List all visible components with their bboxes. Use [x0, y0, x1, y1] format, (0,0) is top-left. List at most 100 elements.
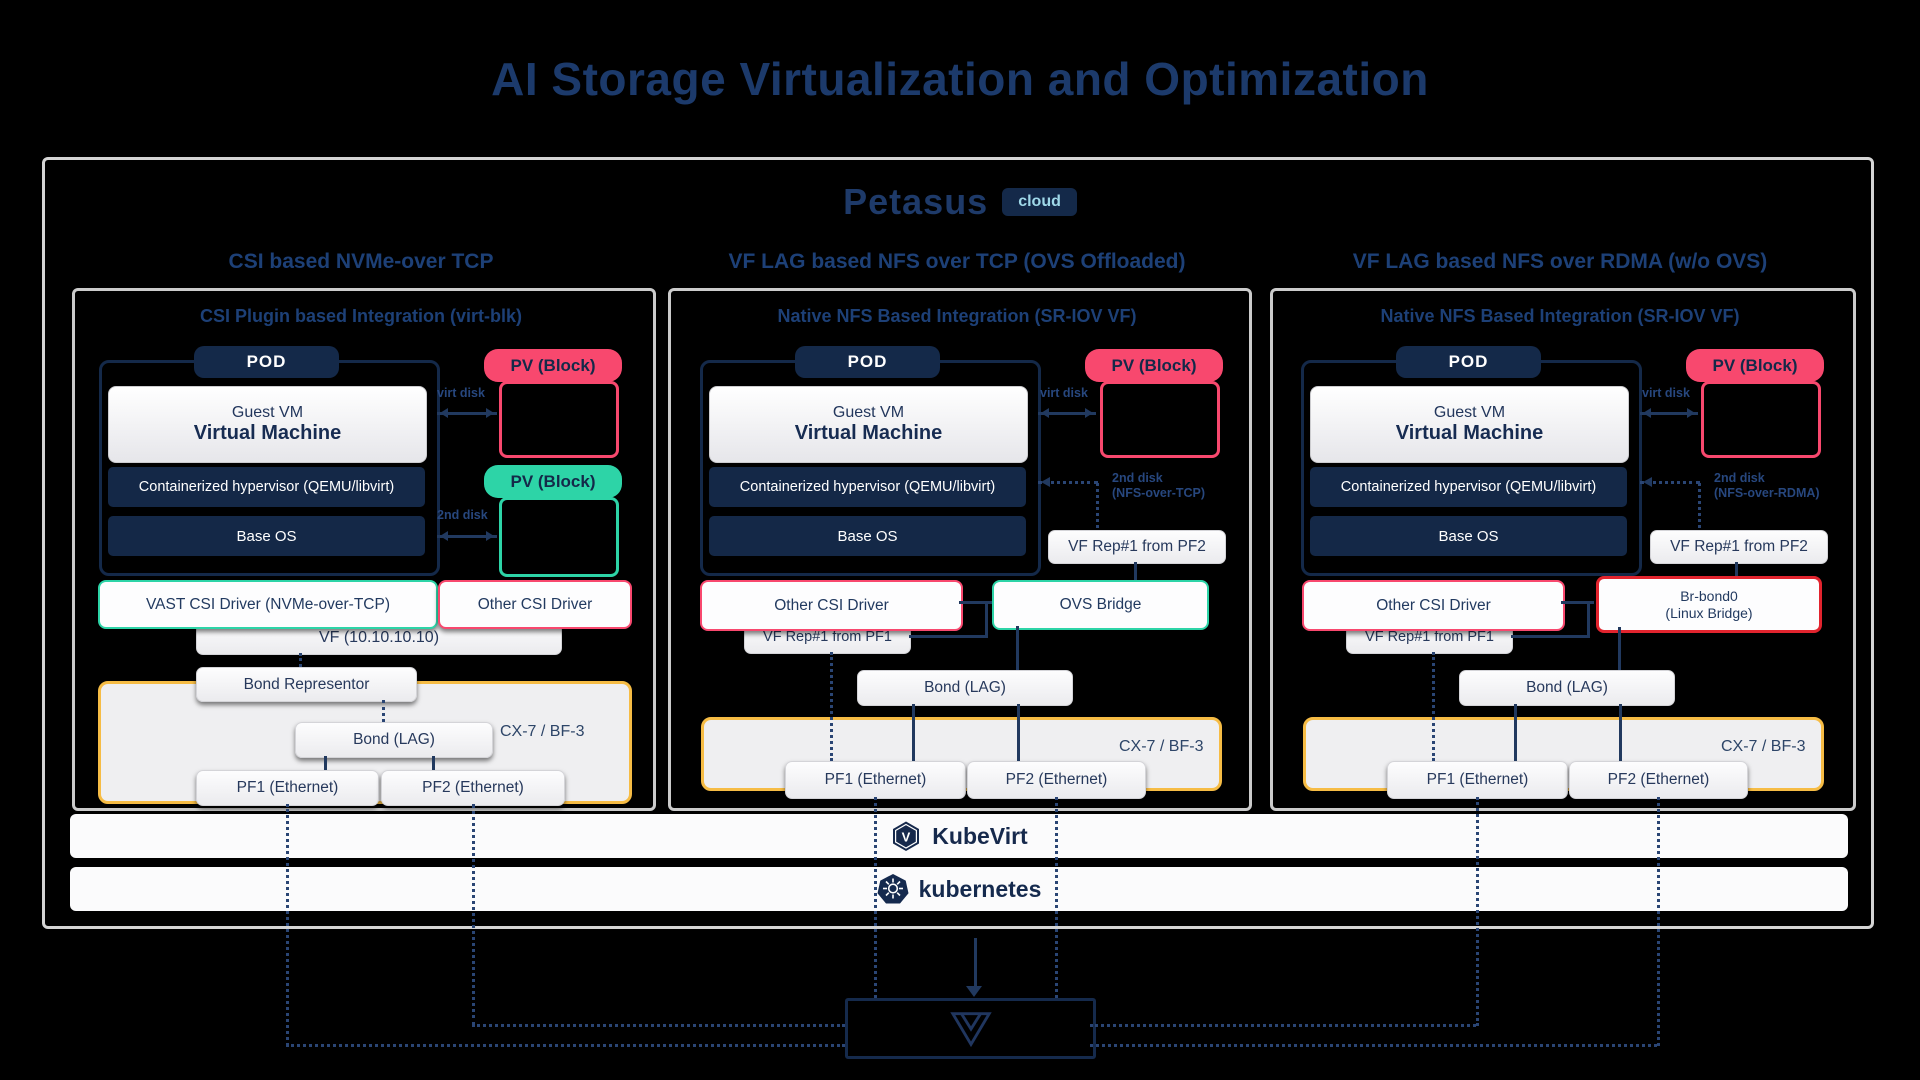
pod-badge-2: POD	[795, 346, 940, 378]
pv-block-box-teal-1	[499, 497, 619, 577]
pf1-box-3: PF1 (Ethernet)	[1387, 761, 1568, 799]
vf-rep-pf2-box-2: VF Rep#1 from PF2	[1048, 530, 1226, 564]
kubernetes-helm-icon	[877, 874, 909, 904]
line-bondlag-pf1-1	[324, 756, 327, 770]
guest-vm-box-1: Guest VM Virtual Machine	[108, 386, 427, 463]
line-vfrep2-brbond	[1735, 562, 1738, 576]
annotation-2nd-disk-2-line2: (NFS-over-TCP)	[1112, 486, 1206, 500]
column3-frame	[1270, 288, 1856, 811]
column2-header: VF LAG based NFS over TCP (OVS Offloaded…	[728, 250, 1186, 273]
line-col1-pf2-horiz	[472, 1024, 845, 1027]
line-elbow-h1-2	[909, 635, 988, 638]
line-col1-pf1-down	[286, 804, 289, 1046]
pv-block-badge-pink-3: PV (Block)	[1686, 349, 1824, 382]
base-os-bar-3: Base OS	[1310, 516, 1627, 556]
virt-disk-arrow-3	[1640, 408, 1698, 418]
hypervisor-bar-2: Containerized hypervisor (QEMU/libvirt)	[709, 467, 1026, 507]
second-disk-arrow-1	[437, 531, 497, 541]
virtual-machine-label-1: Virtual Machine	[193, 422, 342, 444]
guest-vm-label-2: Guest VM	[832, 404, 905, 421]
line-2nddisk-vfrep2-3	[1698, 483, 1701, 528]
base-os-bar-1: Base OS	[108, 516, 425, 556]
annotation-2nd-disk-2-line1: 2nd disk	[1112, 471, 1163, 485]
annotation-2nd-disk-3-line1: 2nd disk	[1714, 471, 1765, 485]
column1-frame	[72, 288, 656, 811]
nic-label-3: CX-7 / BF-3	[1721, 738, 1806, 755]
pv-block-badge-teal-1: PV (Block)	[484, 465, 622, 498]
annotation-2nd-disk-3: 2nd disk (NFS-over-RDMA)	[1714, 471, 1820, 501]
line-vf-bondrep	[299, 653, 302, 667]
bond-lag-box-1: Bond (LAG)	[295, 722, 493, 758]
line-brbond-bondlag	[1618, 627, 1621, 670]
kubevirt-bar: V KubeVirt	[70, 814, 1848, 858]
column1-header: CSI based NVMe-over TCP	[228, 250, 494, 273]
second-disk-arrow-3	[1640, 477, 1700, 487]
kubevirt-label: KubeVirt	[932, 822, 1028, 849]
guest-vm-box-2: Guest VM Virtual Machine	[709, 386, 1028, 463]
virtual-machine-label-3: Virtual Machine	[1395, 422, 1544, 444]
line-col3-pf2-horiz	[1090, 1044, 1657, 1047]
pod-badge-3: POD	[1396, 346, 1541, 378]
pv-block-box-pink-1	[499, 381, 619, 458]
other-csi-driver-box-2: Other CSI Driver	[700, 580, 963, 631]
pod-badge-1: POD	[194, 346, 339, 378]
line-elbow-h2-2	[959, 601, 992, 604]
nic-label-2: CX-7 / BF-3	[1119, 738, 1204, 755]
other-csi-driver-box-1: Other CSI Driver	[438, 580, 632, 629]
line-col2-pf2-down	[1055, 797, 1058, 998]
line-col3-pf1-horiz	[1090, 1024, 1476, 1027]
kubernetes-label: kubernetes	[918, 875, 1042, 902]
pv-block-box-pink-3	[1701, 381, 1821, 458]
br-bond0-label-line2: (Linux Bridge)	[1665, 604, 1753, 621]
line-elbow-h1-3	[1511, 635, 1590, 638]
column3-header: VF LAG based NFS over RDMA (w/o OVS)	[1352, 250, 1768, 273]
line-col1-pf2-down	[472, 804, 475, 1026]
bond-lag-box-3: Bond (LAG)	[1459, 670, 1675, 706]
svg-text:V: V	[902, 830, 911, 845]
pf2-box-2: PF2 (Ethernet)	[967, 761, 1146, 799]
line-elbow-h2-3	[1561, 601, 1594, 604]
column2-frame	[668, 288, 1252, 811]
guest-vm-label-1: Guest VM	[231, 404, 304, 421]
pf1-box-2: PF1 (Ethernet)	[785, 761, 966, 799]
line-elbow-v-3	[1587, 601, 1590, 638]
line-col1-pf1-horiz	[286, 1044, 845, 1047]
kubernetes-bar: kubernetes	[70, 867, 1848, 911]
pf2-box-1: PF2 (Ethernet)	[381, 770, 565, 806]
pv-block-badge-pink-1: PV (Block)	[484, 349, 622, 382]
line-bondlag-pf1-2	[912, 704, 915, 761]
annotation-virt-disk-1: virt disk	[437, 386, 485, 400]
pv-block-box-pink-2	[1100, 381, 1220, 458]
line-vfrep2-ovs	[1134, 562, 1137, 580]
storage-down-arrow	[966, 986, 982, 997]
line-col3-pf1-down	[1476, 797, 1479, 1026]
line-bondrep-bondlag	[382, 700, 385, 722]
column3-subheader: Native NFS Based Integration (SR-IOV VF)	[1380, 306, 1740, 326]
annotation-2nd-disk-1: 2nd disk	[437, 508, 488, 522]
base-os-bar-2: Base OS	[709, 516, 1026, 556]
second-disk-arrow-2	[1038, 477, 1098, 487]
annotation-virt-disk-2: virt disk	[1040, 386, 1088, 400]
br-bond0-box: Br-bond0 (Linux Bridge)	[1596, 576, 1822, 633]
platform-brand: Petasus cloud	[0, 181, 1920, 223]
annotation-virt-disk-3: virt disk	[1642, 386, 1690, 400]
platform-badge: cloud	[1002, 188, 1077, 216]
line-bondlag-pf2-3	[1619, 704, 1622, 761]
storage-box	[845, 998, 1096, 1059]
virtual-machine-label-2: Virtual Machine	[794, 422, 943, 444]
pv-block-badge-pink-2: PV (Block)	[1085, 349, 1223, 382]
vast-csi-driver-box: VAST CSI Driver (NVMe-over-TCP)	[98, 580, 438, 629]
bond-representor-box-1: Bond Representor	[196, 667, 417, 702]
virt-disk-arrow-2	[1038, 408, 1096, 418]
annotation-2nd-disk-2: 2nd disk (NFS-over-TCP)	[1112, 471, 1205, 501]
page-title: AI Storage Virtualization and Optimizati…	[491, 53, 1429, 105]
guest-vm-box-3: Guest VM Virtual Machine	[1310, 386, 1629, 463]
nic-label-1: CX-7 / BF-3	[500, 723, 585, 740]
line-vfrep1-pf1-3	[1432, 652, 1435, 761]
line-2nddisk-vfrep2-2	[1096, 483, 1099, 528]
bond-lag-box-2: Bond (LAG)	[857, 670, 1073, 706]
annotation-2nd-disk-3-line2: (NFS-over-RDMA)	[1714, 486, 1820, 500]
pf1-box-1: PF1 (Ethernet)	[196, 770, 379, 806]
line-elbow-v-2	[985, 601, 988, 638]
